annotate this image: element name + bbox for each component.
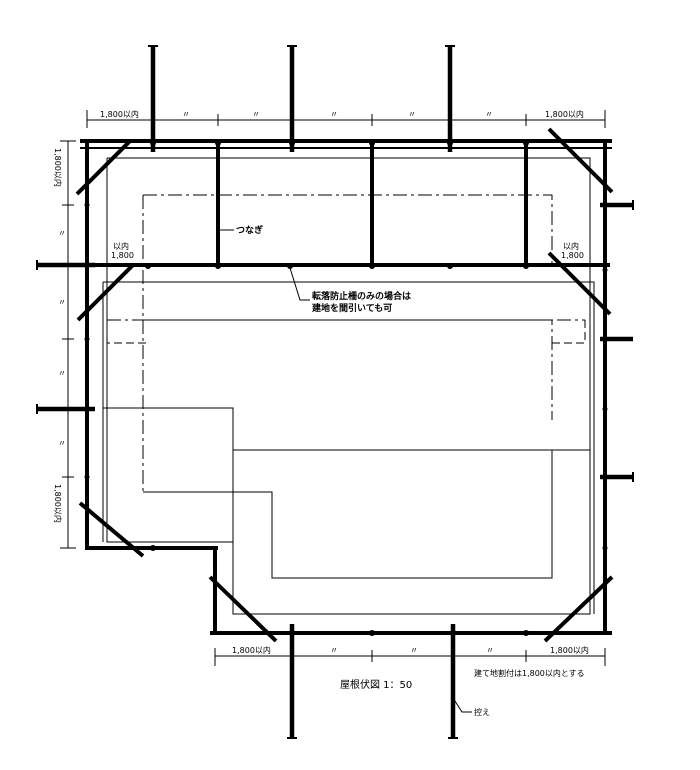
dim-top-ditto-3: 〃 [330,110,338,119]
dim-top-ditto-2: 〃 [252,110,260,119]
dim-left-top: 1,800以内 [53,148,63,187]
joint-dots [84,140,608,636]
corner-labels: 以内 1,800 以内 1,800 [111,241,584,260]
scaffold-verticals [85,141,607,633]
tie-label: つなぎ [236,224,263,236]
dimension-bottom: 1,800以内 〃 〃 〃 1,800以内 [214,645,606,666]
dimension-left: 1,800以内 〃 〃 〃 〃 1,800以内 [53,140,76,549]
dim-bottom-ditto-1: 〃 [330,646,338,655]
note-line1: 転落防止柵のみの場合は [312,290,411,302]
dim-left-ditto-2: 〃 [58,298,66,307]
dim-bottom-left: 1,800以内 [232,645,271,655]
annotations: つなぎ 転落防止柵のみの場合は 建地を間引いても可 控え 建て地割付は1,800… [218,224,585,717]
dim-top-right: 1,800以内 [545,109,584,119]
corner-right-line1: 以内 [563,241,579,251]
brace-label: 控え [474,707,490,717]
note-line2: 建地を間引いても可 [312,302,392,314]
spacing-note: 建て地割付は1,800以内とする [474,668,585,678]
dim-bottom-ditto-2: 〃 [410,646,418,655]
dim-top-left: 1,800以内 [100,109,139,119]
dim-top-ditto-4: 〃 [408,110,416,119]
ridge-lines [106,194,586,530]
corner-left-line2: 1,800 [111,251,134,260]
dim-top-ditto-5: 〃 [485,110,493,119]
diagonal-braces [75,127,614,643]
dim-bottom-ditto-3: 〃 [486,646,494,655]
dim-left-ditto-1: 〃 [58,229,66,238]
building-outline [102,157,595,615]
dim-top-ditto-1: 〃 [182,110,190,119]
dim-left-ditto-3: 〃 [58,369,66,378]
dim-bottom-right: 1,800以内 [550,645,589,655]
drawing-title: 屋根伏図 1：50 [340,678,412,691]
dim-left-ditto-4: 〃 [58,439,66,448]
dim-left-bottom: 1,800以内 [53,484,63,523]
corner-right-line2: 1,800 [561,251,584,260]
scaffold-horizontals [40,139,612,635]
corner-left-line1: 以内 [113,241,129,251]
dimension-top: 1,800以内 〃 〃 〃 〃 〃 1,800以内 [86,109,606,128]
